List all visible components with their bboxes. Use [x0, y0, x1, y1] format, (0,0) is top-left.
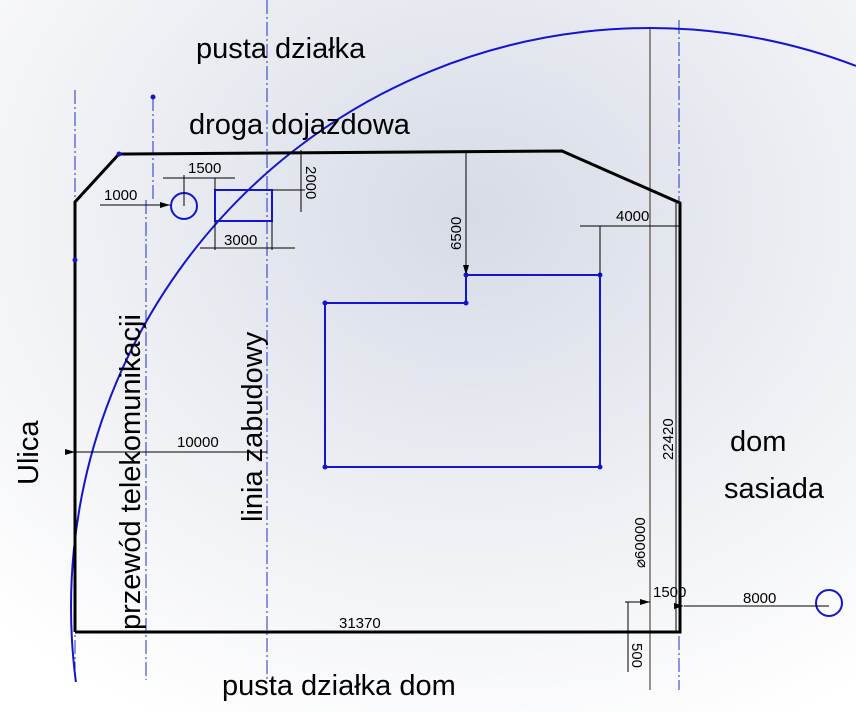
label-bottom-empty-plot: pusta działka dom	[222, 670, 456, 702]
label-access-road: droga dojazdowa	[189, 109, 411, 141]
label-building-line: linia zabudowy	[237, 331, 269, 522]
neighbor-well-circle[interactable]	[815, 589, 843, 617]
label-neighbor-house-2: sasiada	[724, 473, 825, 505]
dimension-6500[interactable]: 6500	[448, 217, 465, 250]
small-structure[interactable]	[214, 189, 273, 222]
dimension-22420[interactable]: 22420	[660, 418, 677, 460]
dimension-3000[interactable]: 3000	[224, 232, 257, 249]
dimension-diameter-60000[interactable]: ⌀60000	[632, 517, 649, 568]
label-street: Ulica	[13, 420, 45, 485]
dimension-2000[interactable]: 2000	[302, 166, 319, 199]
dimension-1500-top[interactable]: 1500	[188, 160, 221, 177]
label-telecom-cable: przewód telekomunikacji	[115, 314, 147, 630]
dimension-31370[interactable]: 31370	[339, 615, 381, 632]
dimension-10000[interactable]: 10000	[177, 434, 219, 451]
dimension-500[interactable]: 500	[628, 643, 645, 668]
label-top-empty-plot: pusta działka	[196, 33, 366, 65]
building-vertices	[72, 94, 603, 470]
dimension-1500-bottom[interactable]: 1500	[653, 584, 686, 601]
dimension-8000[interactable]: 8000	[743, 590, 776, 607]
label-neighbor-house-1: dom	[730, 426, 786, 458]
dimension-1000[interactable]: 1000	[104, 187, 137, 204]
dimension-lines	[65, 150, 829, 672]
dimension-4000[interactable]: 4000	[616, 208, 649, 225]
